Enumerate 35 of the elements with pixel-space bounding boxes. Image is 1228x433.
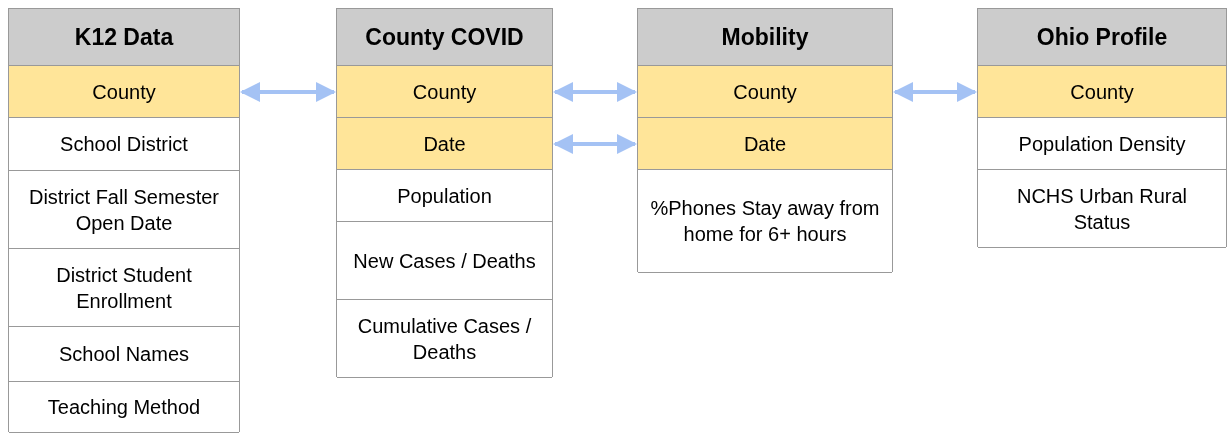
field-name: Population (396, 183, 493, 209)
field-name: School Names (57, 342, 191, 367)
table-header: County COVID (337, 9, 552, 66)
double-arrow (240, 82, 336, 102)
field-name: County (411, 79, 478, 105)
table-card (336, 8, 553, 377)
key-field-row (638, 66, 892, 118)
field-name: District Student Enrollment (55, 262, 193, 314)
table-header: Ohio Profile (978, 9, 1226, 66)
table-card (637, 8, 893, 272)
field-name: %Phones Stay away from home for 6+ hours (649, 196, 881, 247)
field-name: Population Density (1017, 131, 1187, 157)
field-name: New Cases / Deaths (352, 248, 537, 274)
field-name: County (1069, 79, 1135, 105)
key-field-row (9, 66, 239, 118)
field-name: County (91, 79, 157, 105)
field-name: County (732, 79, 798, 105)
table-header: Mobility (638, 9, 892, 66)
table-card (8, 8, 240, 432)
double-arrow (553, 134, 637, 154)
double-arrow (553, 82, 637, 102)
field-name: District Fall Semester Open Date (28, 184, 220, 236)
key-field-row (337, 66, 552, 118)
field-name: NCHS Urban Rural Status (1015, 183, 1189, 235)
field-name: Date (422, 131, 467, 157)
key-field-row (337, 118, 552, 170)
field-name: Cumulative Cases / Deaths (356, 313, 533, 365)
table-header: K12 Data (9, 9, 239, 66)
key-field-row (978, 66, 1226, 118)
table-card (977, 8, 1227, 247)
field-name: School District (59, 132, 189, 157)
field-name: Date (742, 131, 788, 157)
field-name: Teaching Method (46, 395, 202, 420)
key-field-row (638, 118, 892, 170)
double-arrow (893, 82, 977, 102)
